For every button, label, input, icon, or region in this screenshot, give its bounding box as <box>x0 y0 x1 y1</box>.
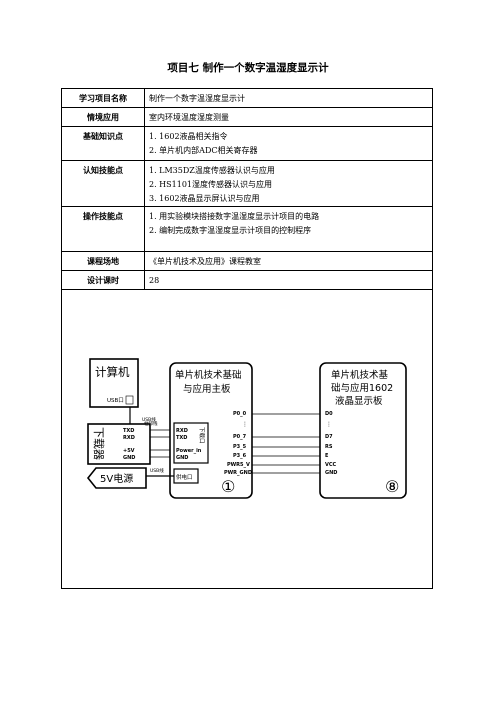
row-line: 2. HS1101湿度传感器认识与应用 <box>149 180 272 189</box>
row-label: 设计课时 <box>61 270 145 290</box>
usb-port-label: USB口 <box>107 397 124 404</box>
lcd-board-number: ⑧ <box>385 477 399 496</box>
lcd-signal: D0 <box>325 411 333 417</box>
table-row: 情境应用 室内环境温度湿度测量 <box>61 107 433 127</box>
lcd-signal: RS <box>325 444 333 450</box>
download-port-label: 下载口 <box>198 427 206 444</box>
mb-pin: Power_in <box>176 448 202 454</box>
usb-port-icon <box>125 395 134 405</box>
table-row: 基础知识点 1. 1602液晶相关指令 2. 单片机内部ADC相关寄存器 <box>61 126 433 161</box>
row-label: 操作技能点 <box>61 206 145 252</box>
row-line: 1. 1602液晶相关指令 <box>149 132 228 141</box>
computer-label: 计算机 <box>95 365 130 379</box>
row-value: 1. LM35DZ温度传感器认识与应用 2. HS1101湿度传感器认识与应用 … <box>144 160 433 207</box>
power-supply-shape <box>86 467 147 489</box>
lcd-signal: GND <box>325 470 337 476</box>
table-row: 课程场地 《单片机技术及应用》课程教室 <box>61 251 433 271</box>
row-line: 1. LM35DZ温度传感器认识与应用 <box>149 166 275 175</box>
mb-pin: GND <box>176 455 188 461</box>
main-board-title-line: 与应用主板 <box>183 383 231 395</box>
row-value: 28 <box>144 270 433 290</box>
mb-signal: P3_6 <box>233 453 247 459</box>
mb-signal: PWR5_V <box>227 462 250 468</box>
main-board <box>169 362 253 499</box>
lcd-signal: ⋮ <box>326 421 332 428</box>
supply-port-label: 供电口 <box>176 473 193 481</box>
lcd-board-title-line: 础与应用1602 <box>331 382 393 394</box>
dl-pin: +5V <box>123 448 135 454</box>
usb-cable-label: USB线 <box>142 416 156 423</box>
power-supply-label: 5V电源 <box>100 472 133 485</box>
row-line: 《单片机技术及应用》课程教室 <box>149 257 261 266</box>
table-row: 学习项目名称 制作一个数字温湿度显示计 <box>61 88 433 108</box>
row-line: 2. 编制完成数字温湿度显示计项目的控制程序 <box>149 226 312 235</box>
row-label: 情境应用 <box>61 107 145 127</box>
mb-signal: P0_0 <box>233 411 247 417</box>
row-line: 2. 单片机内部ADC相关寄存器 <box>149 146 258 155</box>
download-port-box <box>173 422 209 464</box>
row-value: 1. 1602液晶相关指令 2. 单片机内部ADC相关寄存器 <box>144 126 433 161</box>
page-title: 项目七 制作一个数字温湿度显示计 <box>167 62 329 74</box>
row-line: 室内环境温度湿度测量 <box>149 113 229 122</box>
row-value: 室内环境温度湿度测量 <box>144 107 433 127</box>
lcd-board-title-line: 液晶显示板 <box>335 395 383 407</box>
dl-pin: GND <box>123 455 135 461</box>
row-value: 制作一个数字温湿度显示计 <box>144 88 433 108</box>
row-label: 基础知识点 <box>61 126 145 161</box>
mb-signal: ⋮ <box>242 421 248 428</box>
row-label: 课程场地 <box>61 251 145 271</box>
course-info-table: 学习项目名称 制作一个数字温湿度显示计 情境应用 室内环境温度湿度测量 基础知识… <box>61 88 433 290</box>
lcd-signal: VCC <box>325 462 337 468</box>
row-line: 3. 1602液晶显示屏认识与应用 <box>149 194 260 203</box>
main-board-number: ① <box>221 477 235 496</box>
lcd-board <box>319 362 407 499</box>
row-label: 认知技能点 <box>61 160 145 207</box>
dupont-label: 杜邦线 <box>144 420 158 427</box>
row-value: 《单片机技术及应用》课程教室 <box>144 251 433 271</box>
main-board-title-line: 单片机技术基础 <box>175 369 242 381</box>
lcd-signal: D7 <box>325 434 333 440</box>
row-label: 学习项目名称 <box>61 88 145 108</box>
mb-signal: PWR_GND <box>224 470 252 476</box>
row-line: 28 <box>149 276 160 285</box>
power-cable-label: USB线 <box>150 467 164 474</box>
dl-pin: RXD <box>123 435 135 441</box>
row-line: 制作一个数字温湿度显示计 <box>149 94 245 103</box>
lcd-signal: E <box>325 453 329 459</box>
row-value: 1. 用实验模块搭接数字温湿度显示计项目的电路 2. 编制完成数字温湿度显示计项… <box>144 206 433 252</box>
table-row: 认知技能点 1. LM35DZ温度传感器认识与应用 2. HS1101湿度传感器… <box>61 160 433 207</box>
table-row: 设计课时 28 <box>61 270 433 290</box>
downloader-box <box>87 423 151 465</box>
wiring-diagram: 计算机 USB口 USB线 下载器 TXD RXD +5V GND 杜邦线 单片… <box>86 358 407 499</box>
dl-pin: TXD <box>123 428 134 434</box>
mb-signal: P0_7 <box>233 434 247 440</box>
downloader-label: 下载器 <box>92 427 105 460</box>
mb-signal: P3_5 <box>233 444 247 450</box>
computer-box <box>89 358 139 408</box>
mb-pin: RXD <box>176 428 188 434</box>
mb-pin: TXD <box>176 435 187 441</box>
lcd-board-title-line: 单片机技术基 <box>331 369 389 381</box>
table-row: 操作技能点 1. 用实验模块搭接数字温湿度显示计项目的电路 2. 编制完成数字温… <box>61 206 433 252</box>
row-line: 1. 用实验模块搭接数字温湿度显示计项目的电路 <box>149 212 320 221</box>
